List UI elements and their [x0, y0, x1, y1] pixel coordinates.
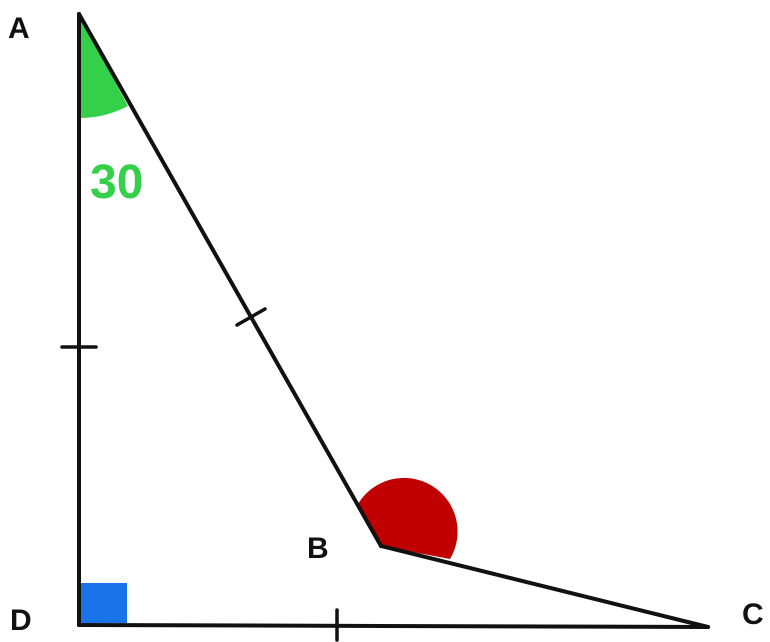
edge-bc	[379, 544, 710, 629]
vertex-label-c: C	[742, 598, 764, 631]
angle-a-marker	[79, 14, 128, 119]
angle-b-marker	[358, 477, 458, 559]
tick-mark-ab	[235, 307, 267, 327]
edge-ab	[77, 12, 383, 548]
edge-dc	[77, 623, 710, 629]
right-angle-marker-d	[79, 583, 127, 623]
angle-a-label: 30	[90, 156, 143, 209]
vertex-label-b: B	[307, 532, 329, 565]
vertex-label-d: D	[10, 604, 32, 637]
vertex-label-a: A	[8, 12, 30, 45]
